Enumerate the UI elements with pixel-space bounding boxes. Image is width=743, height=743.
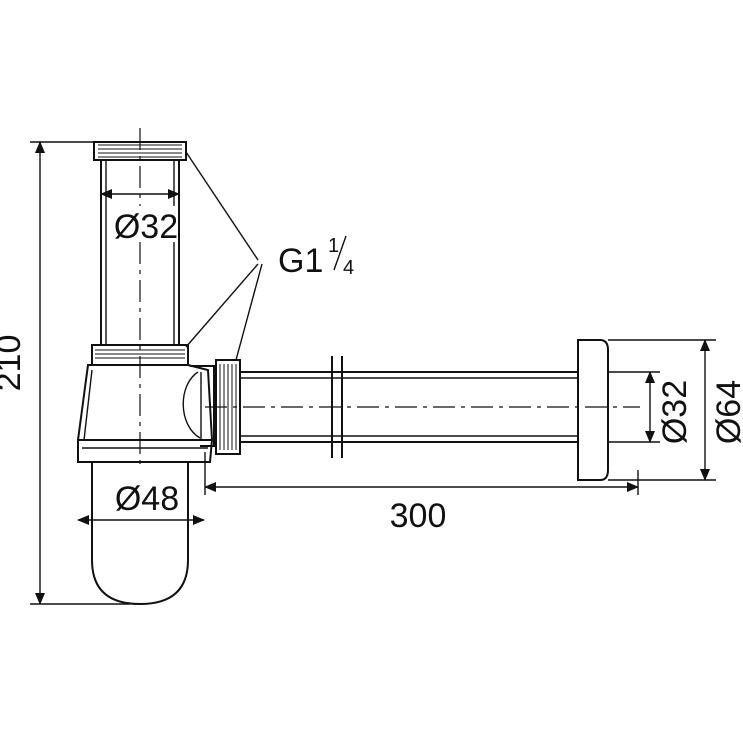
thread-leaders (185, 151, 263, 361)
thread-main-label: G1 (278, 242, 323, 280)
thread-label: G1 1 4 (278, 235, 354, 280)
trap-body (77, 344, 215, 463)
outlet-pipe (205, 356, 640, 458)
bottle-cup (91, 462, 189, 606)
dim-outlet-diameter: Ø32 (608, 371, 694, 444)
thread-fraction-denominator: 4 (343, 257, 354, 279)
inlet-tube (93, 128, 187, 470)
dim-total-height: 210 (0, 141, 130, 605)
dim-rosette-diameter-label: Ø64 (710, 380, 743, 444)
dim-outlet-length-label: 300 (390, 497, 447, 535)
dim-inlet-diameter: Ø32 (100, 189, 180, 246)
dim-outlet-diameter-label: Ø32 (656, 380, 694, 444)
dim-total-height-label: 210 (0, 335, 28, 392)
dim-outlet-length: 300 (204, 452, 639, 535)
thread-fraction-numerator: 1 (328, 235, 339, 257)
wall-rosette (577, 339, 609, 481)
dim-inlet-diameter-label: Ø32 (114, 208, 178, 246)
dim-bottle-diameter-label: Ø48 (115, 480, 179, 518)
dim-bottle-diameter: Ø48 (77, 480, 205, 525)
dim-rosette-diameter: Ø64 (608, 339, 743, 481)
